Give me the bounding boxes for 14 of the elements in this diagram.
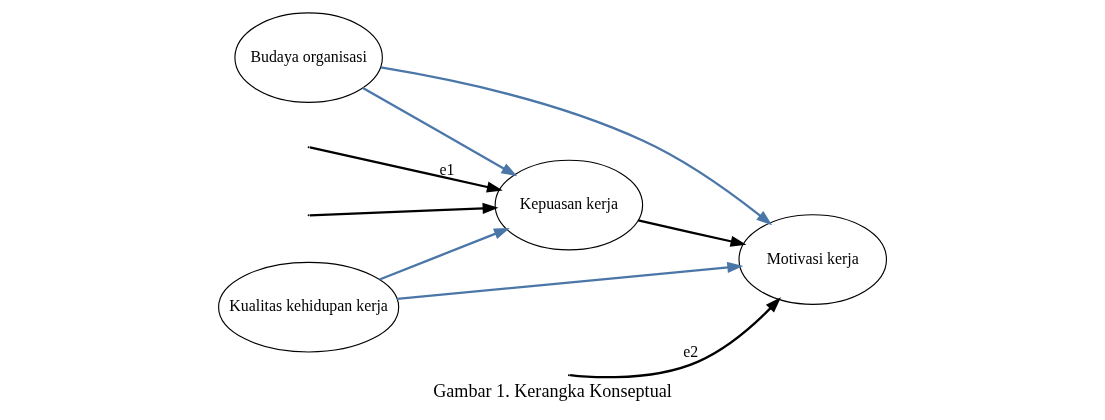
arrow [309,146,503,193]
arrow [397,261,744,300]
arrow [569,297,781,379]
edge-label: e1 [439,160,455,178]
arrow [379,227,510,281]
node-ellipse: Kualitas kehidupan kerja [218,261,400,353]
arrow [638,219,747,247]
node-ellipse: Motivasi kerja [738,214,888,305]
arrow [309,202,499,217]
edge-label: e2 [683,343,699,361]
arrow [362,87,518,177]
caption: Gambar 1. Kerangka Konseptual [433,380,672,401]
arrow [380,66,773,226]
node-ellipse: Budaya organisasi [234,12,383,103]
